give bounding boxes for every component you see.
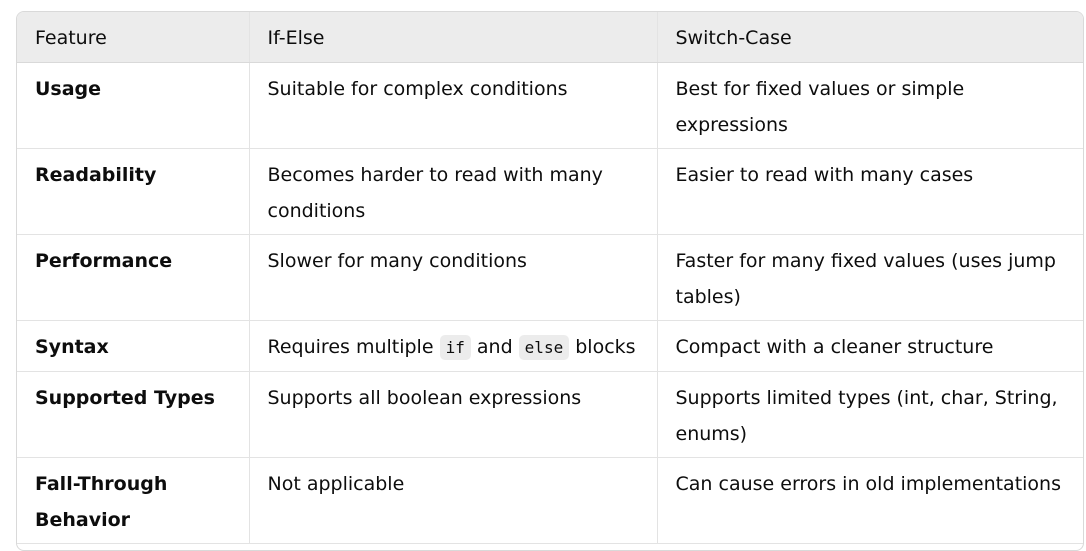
table-header-row: Feature If-Else Switch-Case	[17, 12, 1083, 63]
text-fragment: and	[470, 335, 519, 358]
table-row: Performance Slower for many conditions F…	[17, 234, 1083, 321]
cell-if-else: Not applicable	[249, 457, 658, 544]
cell-if-else: Requires multiple if and else blocks	[249, 320, 658, 372]
cell-feature: Syntax	[17, 320, 250, 372]
cell-feature: Readability	[17, 148, 250, 235]
table-row: Supported Types Supports all boolean exp…	[17, 371, 1083, 458]
text-fragment: blocks	[569, 335, 636, 358]
header-feature: Feature	[17, 12, 250, 63]
cell-if-else: Becomes harder to read with many conditi…	[249, 148, 658, 235]
cell-feature: Performance	[17, 234, 250, 321]
cell-switch-case: Can cause errors in old implementations	[657, 457, 1083, 544]
inline-code-if: if	[439, 334, 471, 360]
comparison-table: Feature If-Else Switch-Case Usage Suitab…	[17, 12, 1083, 544]
cell-if-else: Slower for many conditions	[249, 234, 658, 321]
inline-code-else: else	[518, 334, 570, 360]
header-switch-case: Switch-Case	[657, 12, 1083, 63]
header-if-else: If-Else	[249, 12, 658, 63]
comparison-table-container: Feature If-Else Switch-Case Usage Suitab…	[16, 11, 1084, 551]
cell-if-else: Suitable for complex conditions	[249, 62, 658, 149]
cell-switch-case: Faster for many fixed values (uses jump …	[657, 234, 1083, 321]
cell-feature: Usage	[17, 62, 250, 149]
text-fragment: Requires multiple	[267, 335, 440, 358]
table-row: Syntax Requires multiple if and else blo…	[17, 320, 1083, 372]
cell-switch-case: Easier to read with many cases	[657, 148, 1083, 235]
table-row: Usage Suitable for complex conditions Be…	[17, 62, 1083, 149]
cell-switch-case: Best for fixed values or simple expressi…	[657, 62, 1083, 149]
cell-feature: Fall-Through Behavior	[17, 457, 250, 544]
cell-switch-case: Compact with a cleaner structure	[657, 320, 1083, 372]
table-row: Readability Becomes harder to read with …	[17, 148, 1083, 235]
cell-if-else: Supports all boolean expressions	[249, 371, 658, 458]
cell-feature: Supported Types	[17, 371, 250, 458]
cell-switch-case: Supports limited types (int, char, Strin…	[657, 371, 1083, 458]
table-row: Fall-Through Behavior Not applicable Can…	[17, 457, 1083, 544]
